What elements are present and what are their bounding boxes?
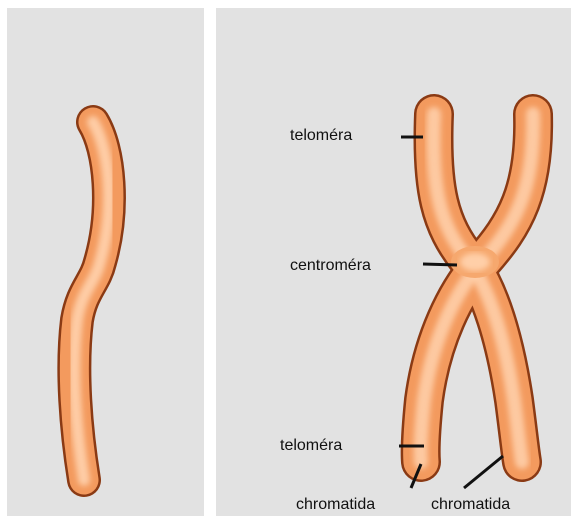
telomere-bottom-label: teloméra <box>280 437 342 455</box>
chromatid-left-label: chromatida <box>296 496 375 514</box>
single-chromatid <box>74 122 109 480</box>
telomere-top-label: teloméra <box>290 127 352 145</box>
chromatid-right-leader <box>464 456 503 488</box>
centromere-label: centroméra <box>290 257 371 275</box>
centromere-leader <box>423 264 457 265</box>
chromatid-right-label: chromatida <box>431 496 510 514</box>
duplicated-chromosome <box>421 114 534 462</box>
